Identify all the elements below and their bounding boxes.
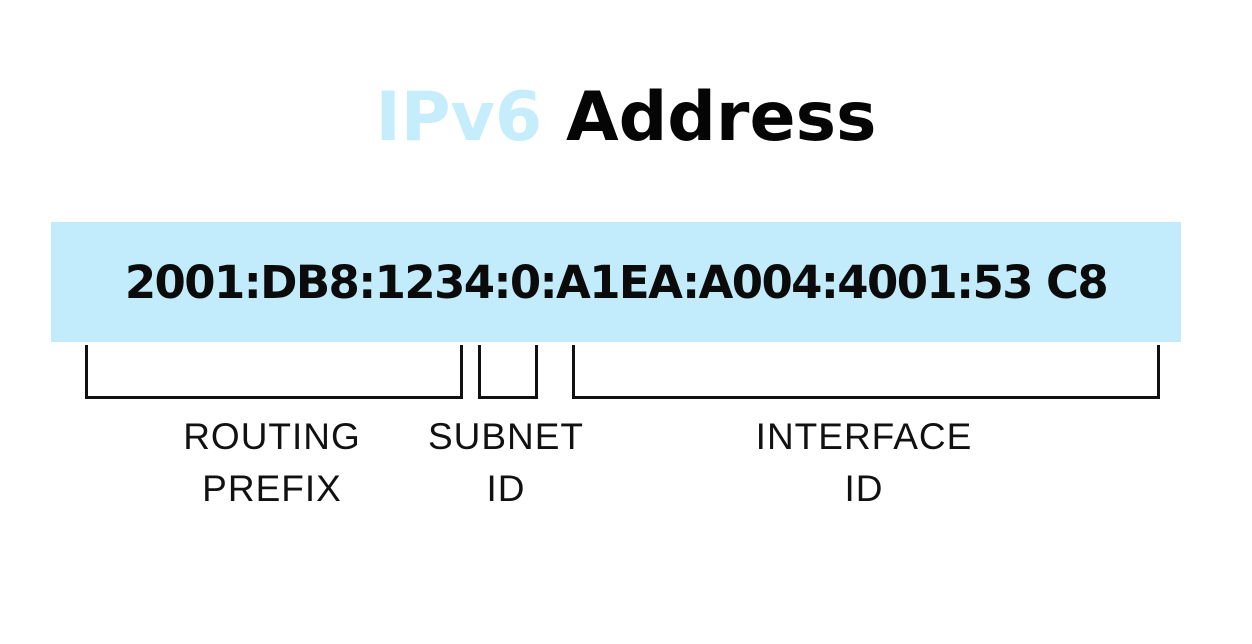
routing-prefix-line1: ROUTING (183, 416, 361, 457)
interface-id-label: INTERFACE ID (714, 411, 1014, 515)
subnet-id-label: SUBNET ID (396, 411, 616, 515)
interface-id-line1: INTERFACE (755, 416, 973, 457)
routing-prefix-bracket (85, 345, 463, 399)
routing-prefix-line2: PREFIX (202, 468, 342, 509)
routing-prefix-label: ROUTING PREFIX (142, 411, 402, 515)
ipv6-address: 2001:DB8:1234:0:A1EA:A004:4001:53 C8 (124, 255, 1109, 309)
interface-id-line2: ID (844, 468, 884, 509)
subnet-id-line2: ID (486, 468, 526, 509)
subnet-id-bracket (478, 345, 538, 399)
diagram-title: IPv6 Address (0, 78, 1252, 158)
subnet-id-line1: SUBNET (427, 416, 585, 457)
interface-id-bracket (572, 345, 1160, 399)
address-band (51, 222, 1181, 342)
title-accent: IPv6 (375, 78, 543, 157)
title-main: Address (565, 78, 877, 157)
